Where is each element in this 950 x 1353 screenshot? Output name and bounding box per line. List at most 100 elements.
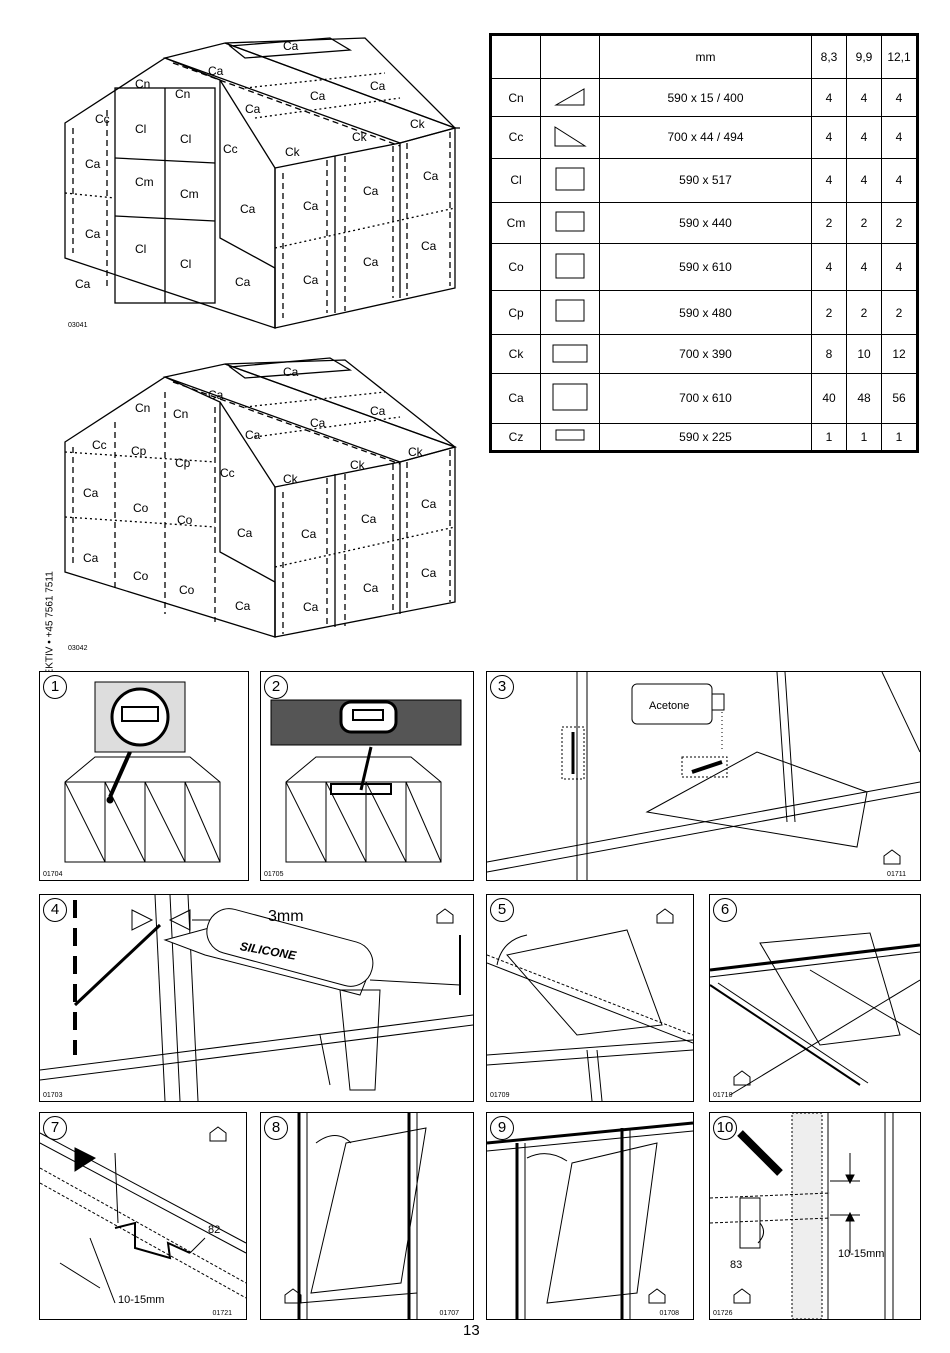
- label-ca: Ca: [310, 416, 326, 430]
- step-code: 01703: [43, 1092, 63, 1099]
- label-cl: Cl: [135, 242, 146, 256]
- label-ck: Ck: [410, 117, 426, 131]
- step-code: 01721: [212, 1310, 232, 1317]
- step-number: 1: [43, 675, 67, 699]
- label-ca: Ca: [283, 39, 299, 53]
- label-cl: Cl: [180, 132, 191, 146]
- step-panel-1: 1 01704: [39, 671, 249, 881]
- step-number: 10: [713, 1116, 737, 1140]
- step-number: 8: [264, 1116, 288, 1140]
- label-ca: Ca: [75, 277, 91, 291]
- label-co: Co: [133, 501, 149, 515]
- label-ca: Ca: [303, 199, 319, 213]
- header-size: 9,9: [846, 34, 882, 79]
- illustration-code: 03042: [68, 645, 88, 652]
- greenhouse-illustration-top: Ca Cn Cn Cc Cl Cl Cm Cm Cl Cl Cc Ca Ca C…: [64, 37, 460, 329]
- step-code: 01705: [264, 871, 284, 878]
- house-icon: [733, 1288, 751, 1304]
- label-ck: Ck: [285, 145, 301, 159]
- label-ca: Ca: [85, 157, 101, 171]
- step-7-drawing: 82 10-15mm: [40, 1132, 246, 1306]
- step-code: 01707: [439, 1310, 459, 1317]
- step-panel-5: 5 01709: [486, 894, 694, 1102]
- label-ca: Ca: [363, 255, 379, 269]
- step-number: 4: [43, 898, 67, 922]
- house-icon: [284, 1288, 302, 1304]
- step-3-drawing: Acetone: [487, 672, 920, 880]
- step-4-drawing: 3mm SILICONE: [40, 895, 473, 1101]
- step-panel-3: 3 Acetone 01711: [486, 671, 921, 881]
- gap-label: 3mm: [268, 908, 304, 925]
- label-ca: Ca: [423, 169, 439, 183]
- part-number: 83: [730, 1259, 742, 1271]
- label-ca: Ca: [235, 275, 251, 289]
- label-cl: Cl: [135, 122, 146, 136]
- step-9-drawing: [487, 1121, 693, 1319]
- gap-label: 10-15mm: [118, 1294, 164, 1306]
- greenhouse-illustration-bottom: Ca Cn Cn Cc Cp Cp Co Co Co Co Cc Ca Ca C…: [64, 357, 458, 638]
- step-code: 01710: [713, 1092, 733, 1099]
- house-icon: [648, 1288, 666, 1304]
- step-panel-10: 10 83 10-15mm 01726: [709, 1112, 921, 1320]
- label-ca: Ca: [283, 365, 299, 379]
- label-ca: Ca: [421, 239, 437, 253]
- step-2-drawing: [270, 699, 462, 863]
- label-ca: Ca: [370, 404, 386, 418]
- label-ca: Ca: [208, 64, 224, 78]
- gap-label: 10-15mm: [838, 1248, 884, 1260]
- label-ca: Ca: [301, 527, 317, 541]
- step-10-drawing: 83 10-15mm: [710, 1113, 894, 1319]
- step-code: 01711: [887, 871, 906, 878]
- header-size: 12,1: [881, 34, 918, 79]
- house-icon: [883, 849, 901, 865]
- label-cc: Cc: [223, 142, 238, 156]
- step-panel-8: 8 01707: [260, 1112, 474, 1320]
- label-ca: Ca: [303, 273, 319, 287]
- label-co: Co: [177, 513, 193, 527]
- label-ca: Ca: [361, 512, 377, 526]
- step-1-drawing: [64, 681, 221, 863]
- step-number: 2: [264, 675, 288, 699]
- label-ca: Ca: [303, 600, 319, 614]
- page-number: 13: [463, 1322, 480, 1339]
- step-code: 01708: [659, 1310, 679, 1317]
- label-ca: Ca: [83, 551, 99, 565]
- step-code: 01704: [43, 871, 63, 878]
- label-ca: Ca: [245, 428, 261, 442]
- label-ca: Ca: [363, 581, 379, 595]
- part-number: 82: [208, 1224, 220, 1236]
- step-panel-4: 4 3mm SILICONE 01703: [39, 894, 474, 1102]
- step-6-drawing: [710, 932, 920, 1096]
- label-ca: Ca: [208, 388, 224, 402]
- label-cl: Cl: [180, 257, 191, 271]
- label-cn: Cn: [135, 77, 150, 91]
- label-ck: Ck: [283, 472, 299, 486]
- label-cc: Cc: [92, 438, 107, 452]
- label-co: Co: [179, 583, 195, 597]
- label-ca: Ca: [370, 79, 386, 93]
- step-code: 01709: [490, 1092, 510, 1099]
- label-cp: Cp: [131, 444, 147, 458]
- label-ca: Ca: [240, 202, 256, 216]
- step-5-drawing: [487, 929, 693, 1101]
- label-cn: Cn: [175, 87, 190, 101]
- label-cm: Cm: [180, 187, 199, 201]
- label-cn: Cn: [173, 407, 188, 421]
- step-number: 9: [490, 1116, 514, 1140]
- step-number: 3: [490, 675, 514, 699]
- acetone-label: Acetone: [649, 700, 689, 712]
- step-8-drawing: [297, 1113, 427, 1319]
- step-panel-7: 7 82 10-15mm 01721: [39, 1112, 247, 1320]
- label-cn: Cn: [135, 401, 150, 415]
- label-cp: Cp: [175, 456, 191, 470]
- step-number: 6: [713, 898, 737, 922]
- label-ca: Ca: [237, 526, 253, 540]
- illustration-code: 03041: [68, 322, 88, 329]
